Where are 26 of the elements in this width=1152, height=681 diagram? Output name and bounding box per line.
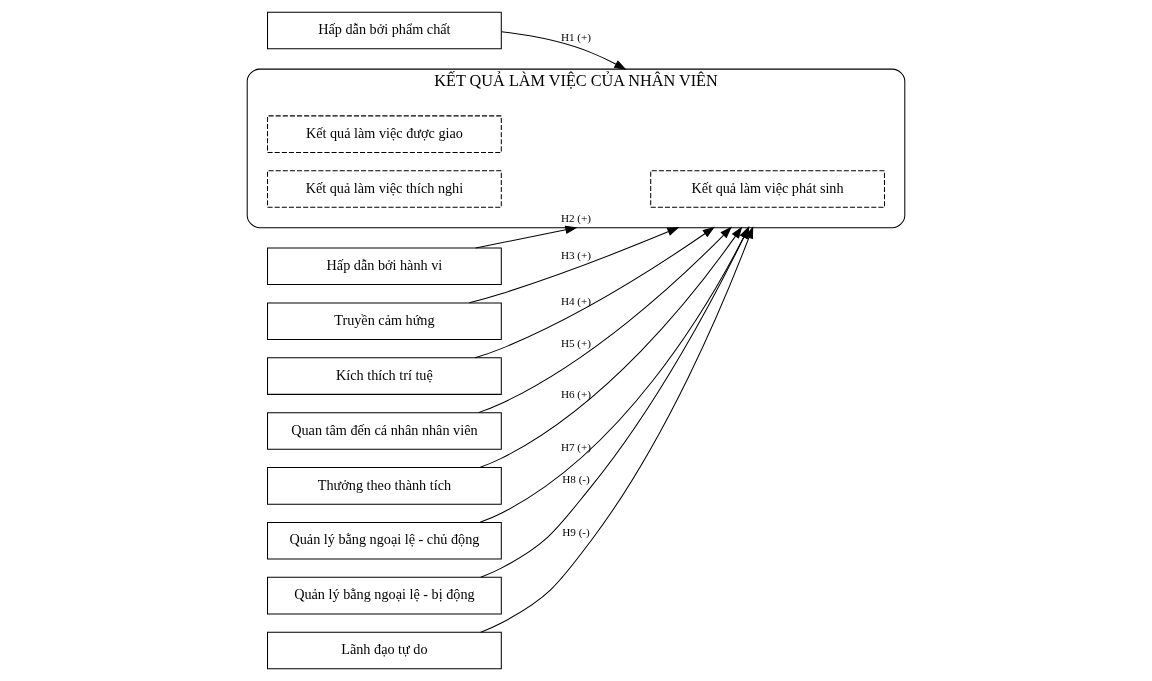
node-box: Kết quả làm việc được giao [267,115,502,153]
edge-label: H7 (+) [560,441,592,454]
arrow [468,227,680,304]
arrow [500,31,627,70]
edge-label: H3 (+) [560,248,592,261]
node-box: Hấp dẫn bởi hành vi [267,247,502,286]
edge-label: H5 (+) [560,337,592,350]
node-box: Quản lý bằng ngoại lệ - bị động [267,576,502,615]
arrow [475,225,578,249]
node-box: Kết quả làm việc thích nghi [267,170,502,208]
edge-label: H8 (-) [562,472,590,485]
arrow [474,226,715,359]
node-box: Thưởng theo thành tích [267,467,502,505]
edge-label: H9 (-) [562,526,590,539]
node-box: Lãnh đạo tự do [267,631,502,670]
node-box: Truyền cảm hứng [267,302,502,340]
node-box: Hấp dẫn bởi phẩm chất [267,11,502,50]
arrow [479,226,743,468]
edge-label: H6 (+) [560,388,592,401]
edge-label: H1 (+) [560,31,592,44]
edge-label: H2 (+) [560,212,592,225]
edge-label: H4 (+) [560,294,592,307]
node-box: Quản lý bằng ngoại lệ - chủ động [267,521,502,560]
node-box: Quan tâm đến cá nhân nhân viên [267,412,502,450]
node-box: Kích thích trí tuệ [267,357,502,395]
node-box: Kết quả làm việc phát sinh [650,170,885,208]
